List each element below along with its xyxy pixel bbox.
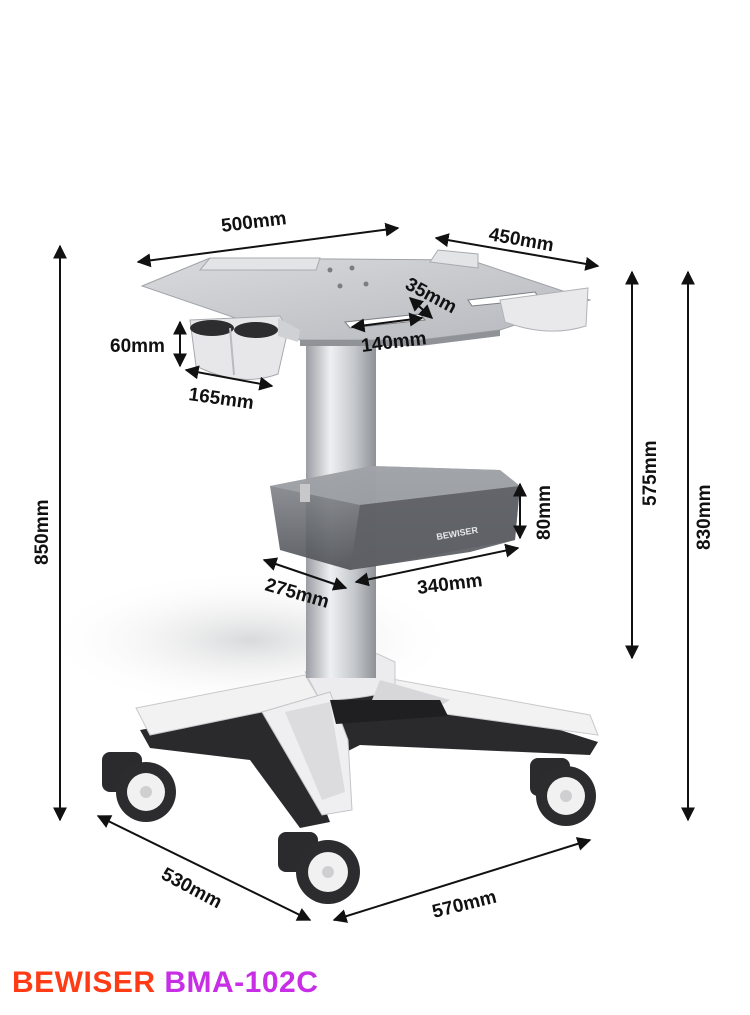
label-basket-height: 80mm: [534, 485, 555, 540]
label-tray-height: 830mm: [694, 485, 715, 551]
label-holder-width: 165mm: [187, 384, 255, 414]
storage-basket: BEWISER: [270, 466, 520, 570]
label-base-depth: 530mm: [158, 864, 226, 913]
product-caption: BEWISER BMA-102C: [12, 966, 318, 1000]
caster-wheel-right: [530, 758, 596, 826]
label-holder-height: 60mm: [110, 336, 165, 357]
model-number: BMA-102C: [164, 966, 319, 999]
label-tray-width: 500mm: [220, 208, 288, 237]
caster-wheel-front: [278, 832, 360, 904]
caster-wheel-left: [102, 752, 176, 822]
dimension-lines: [53, 222, 695, 923]
label-column-height: 575mm: [640, 441, 661, 507]
label-base-width: 570mm: [430, 887, 499, 923]
probe-holder: [189, 315, 300, 380]
label-total-height: 850mm: [32, 500, 53, 566]
cart-base: [135, 652, 599, 828]
label-tray-depth: 450mm: [487, 224, 555, 256]
brand-name: BEWISER: [12, 966, 156, 999]
label-basket-width: 340mm: [416, 570, 484, 599]
